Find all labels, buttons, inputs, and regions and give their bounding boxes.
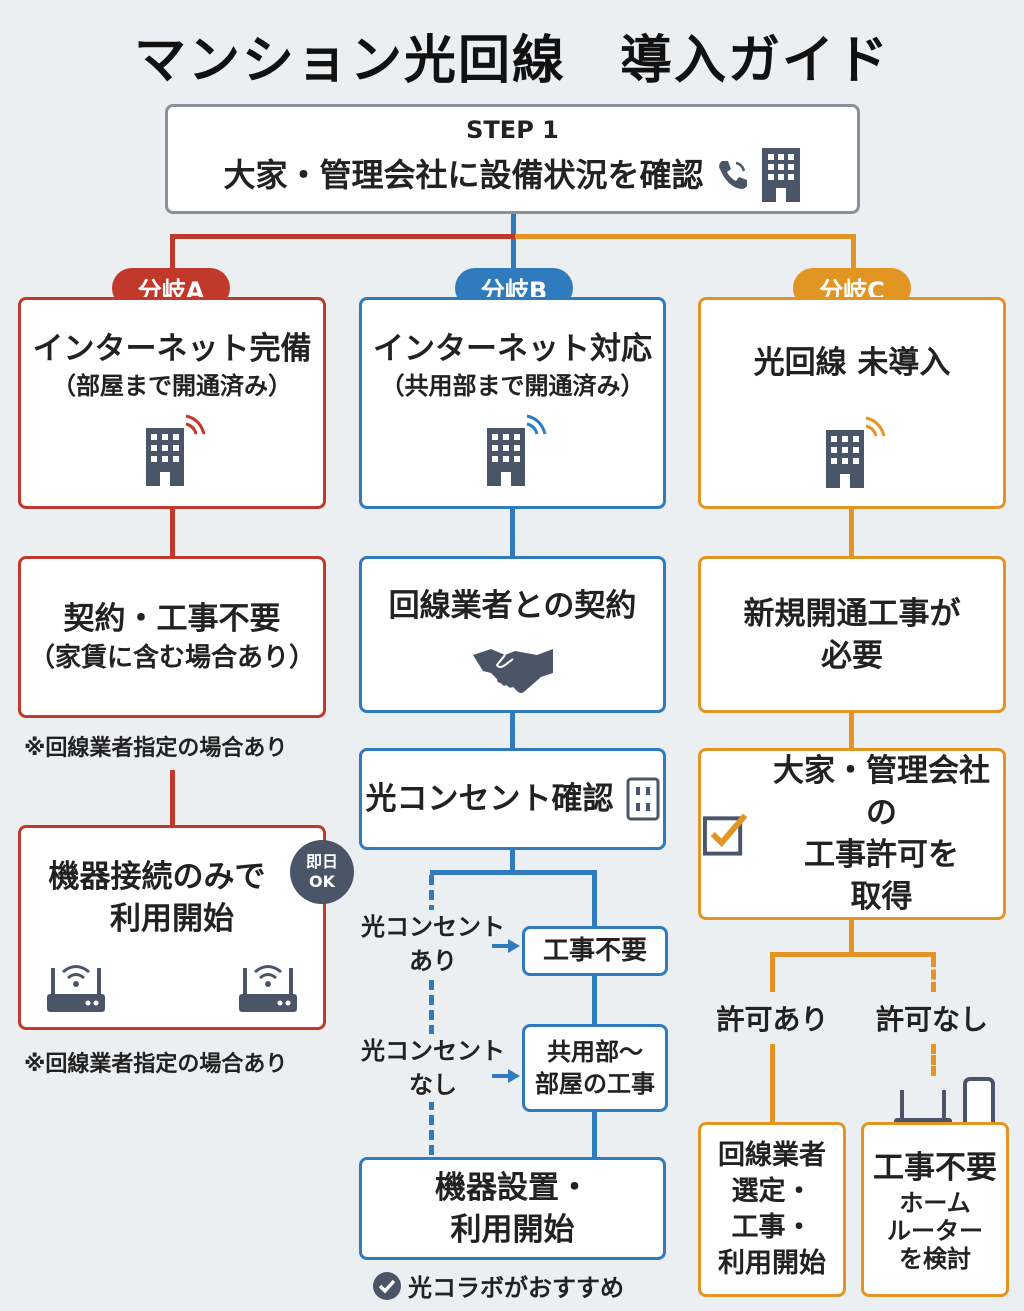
same-day-ok-badge: 即日 OK	[290, 840, 354, 904]
denied-result-1: ルーター	[887, 1216, 983, 1245]
branch-b-final-2: 利用開始	[450, 1211, 575, 1248]
outlet-yes-result-box: 工事不要	[522, 926, 668, 976]
connector-line	[170, 234, 175, 296]
branch-b-outlet-check: 光コンセント確認	[365, 781, 614, 817]
connector-line	[851, 234, 856, 296]
page-title: マンション光回線 導入ガイド	[133, 31, 890, 91]
branch-a-step3-line1: 機器接続のみで	[48, 859, 266, 895]
connector-line	[770, 952, 936, 957]
connector-line	[510, 509, 515, 557]
connector-line	[592, 975, 597, 1025]
allowed-result-2: 工事・	[731, 1211, 813, 1243]
branch-a-step3-box: 機器接続のみで 利用開始	[18, 825, 326, 1030]
branch-c-permit-2: 工事許可を	[803, 837, 959, 873]
router-icon	[47, 965, 105, 1012]
connector-line	[592, 1110, 597, 1158]
branch-b-subtitle: （共用部まで開通済み）	[380, 372, 645, 400]
branch-b-final-1: 機器設置・	[435, 1169, 590, 1206]
connector-line	[931, 1044, 936, 1076]
handshake-icon	[472, 649, 553, 693]
badge-line2: OK	[309, 872, 335, 891]
branch-c-step2-1: 新規開通工事が	[743, 595, 961, 632]
allowed-result-0: 回線業者	[718, 1139, 826, 1171]
step1-text: 大家・管理会社に設備状況を確認	[223, 156, 704, 194]
branch-a-step3-line2: 利用開始	[110, 901, 234, 937]
connector-line	[510, 713, 515, 749]
connector-line	[849, 713, 854, 749]
connector-line	[170, 234, 515, 239]
allowed-result-1: 選定・	[731, 1175, 813, 1207]
branch-a-title: インターネット完備	[32, 331, 312, 367]
branch-b-contract-box: 回線業者との契約	[359, 556, 666, 713]
branch-a-note1: ※回線業者指定の場合あり	[24, 736, 288, 761]
outlet-yes-result: 工事不要	[542, 936, 647, 966]
outlet-icon	[626, 777, 659, 821]
branch-a-step2-title: 契約・工事不要	[63, 601, 281, 637]
branch-b-box: インターネット対応 （共用部まで開通済み）	[359, 297, 666, 509]
connector-line	[770, 1044, 775, 1124]
denied-result-2: を検討	[899, 1244, 971, 1273]
connector-line	[931, 957, 936, 992]
connector-line	[849, 920, 854, 954]
branch-a-box: インターネット完備 （部屋まで開通済み）	[18, 297, 326, 509]
outlet-no-result-box: 共用部〜 部屋の工事	[522, 1024, 668, 1112]
recommend-note: 光コラボがおすすめ	[372, 1268, 624, 1303]
branch-b-outlet-box: 光コンセント確認	[359, 748, 666, 850]
permit-allowed-result-box: 回線業者 選定・ 工事・ 利用開始	[698, 1122, 846, 1297]
arrow-right-icon	[508, 939, 520, 953]
branch-c-permit-1: 大家・管理会社の	[772, 753, 990, 831]
building-wifi-icon	[146, 414, 206, 486]
connector-line	[592, 870, 597, 928]
outlet-yes-label: 光コンセントあり	[358, 910, 508, 978]
checkbox-icon	[702, 813, 748, 856]
connector-line	[515, 234, 856, 239]
phone-icon	[718, 161, 747, 189]
branch-c-title: 光回線 未導入	[753, 345, 951, 381]
connector-line	[849, 509, 854, 557]
connector-line	[770, 952, 775, 992]
step1-box: STEP 1 大家・管理会社に設備状況を確認	[165, 104, 860, 214]
outlet-no-label: 光コンセントなし	[358, 1034, 508, 1102]
branch-b-final-box: 機器設置・ 利用開始	[359, 1157, 666, 1260]
branch-b-contract: 回線業者との契約	[388, 588, 637, 624]
branch-c-step2-2: 必要	[821, 637, 883, 674]
building-wifi-icon	[826, 416, 886, 488]
arrow-shaft	[492, 1074, 510, 1078]
branch-a-subtitle: （部屋まで開通済み）	[52, 372, 292, 400]
branch-c-box: 光回線 未導入	[698, 297, 1006, 509]
connector-line	[510, 850, 515, 872]
permit-denied-label: 許可なし	[875, 1003, 988, 1036]
router-icon	[239, 965, 297, 1012]
branch-b-title: インターネット対応	[373, 331, 652, 367]
outlet-no-result-2: 部屋の工事	[535, 1070, 655, 1098]
arrow-right-icon	[508, 1069, 520, 1083]
connector-line	[511, 212, 516, 292]
check-circle-icon	[373, 1271, 401, 1300]
recommend-text: 光コラボがおすすめ	[408, 1274, 624, 1302]
permit-denied-result-box: 工事不要 ホーム ルーター を検討	[861, 1122, 1009, 1297]
branch-a-step2-sub: （家賃に含む場合あり）	[28, 643, 315, 673]
outlet-no-result-1: 共用部〜	[547, 1038, 643, 1066]
connector-line	[429, 875, 434, 1155]
arrow-shaft	[492, 944, 510, 948]
connector-line	[170, 509, 175, 557]
building-wifi-icon	[486, 414, 546, 486]
connector-line	[170, 770, 175, 826]
branch-c-permit-3: 取得	[850, 879, 913, 915]
connector-line	[430, 870, 596, 875]
building-icon	[761, 148, 800, 202]
branch-c-permit-box: 大家・管理会社の 工事許可を 取得	[698, 748, 1006, 920]
branch-a-note2: ※回線業者指定の場合あり	[24, 1052, 288, 1077]
badge-line1: 即日	[305, 852, 338, 871]
allowed-result-3: 利用開始	[718, 1247, 826, 1279]
step1-label: STEP 1	[466, 116, 559, 144]
branch-c-step2-box: 新規開通工事が 必要	[698, 556, 1006, 713]
branch-a-step2-box: 契約・工事不要 （家賃に含む場合あり）	[18, 556, 326, 718]
permit-allowed-label: 許可あり	[716, 1003, 829, 1036]
denied-result-title: 工事不要	[873, 1149, 997, 1186]
denied-result-0: ホーム	[899, 1188, 971, 1217]
